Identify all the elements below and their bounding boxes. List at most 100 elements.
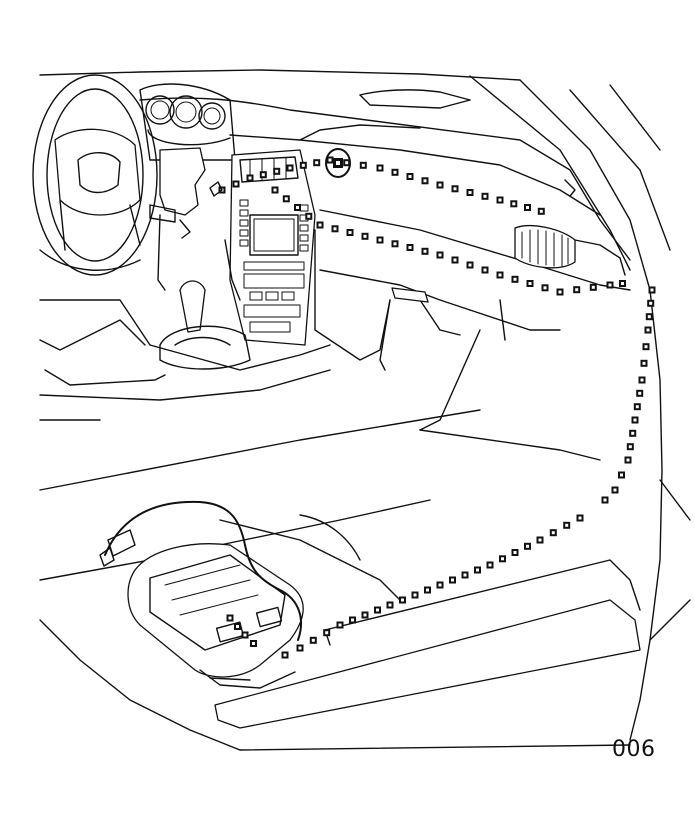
harness-marker-inner: [565, 523, 569, 527]
center-console: [224, 149, 316, 346]
instrument-cluster: [139, 83, 236, 161]
harness-marker-inner: [325, 631, 329, 635]
harness-marker-inner: [575, 288, 579, 292]
harness-marker-inner: [351, 618, 354, 622]
harness-marker-inner: [261, 173, 265, 177]
harness-marker-inner: [408, 175, 412, 178]
harness-marker-inner: [288, 166, 292, 170]
harness-marker-inner: [345, 161, 349, 165]
harness-marker-inner: [283, 653, 287, 657]
harness-marker-inner: [284, 197, 288, 201]
harness-marker-inner: [463, 573, 467, 577]
harness-marker-inner: [640, 378, 644, 382]
harness-marker-inner: [620, 473, 623, 477]
harness-marker-inner: [298, 646, 302, 650]
harness-marker-inner: [376, 608, 379, 612]
harness-marker-inner: [393, 170, 397, 174]
module-cable: [99, 500, 302, 641]
circled-connector: [325, 148, 351, 178]
steering-column: [149, 147, 206, 291]
harness-marker-inner: [228, 616, 232, 620]
harness-marker-inner: [608, 283, 612, 287]
harness-marker-inner: [328, 158, 332, 162]
harness-marker-inner: [638, 391, 642, 395]
harness-marker-inner: [248, 176, 252, 180]
harness-marker-inner: [633, 418, 637, 422]
harness-marker-inner: [275, 169, 279, 173]
control-module: [127, 543, 304, 689]
harness-marker-inner: [348, 231, 352, 234]
harness-marker-inner: [538, 538, 542, 542]
harness-marker-inner: [558, 290, 562, 294]
dashboard: [139, 89, 631, 371]
car-body-outline: [39, 69, 691, 751]
harness-marker-inner: [378, 166, 382, 170]
figure-number: 006: [612, 737, 656, 762]
harness-marker-inner: [539, 209, 543, 213]
harness-marker-inner: [650, 288, 654, 292]
harness-marker-inner: [512, 202, 516, 206]
harness-marker-inner: [647, 315, 651, 319]
wiring-harness: [218, 156, 656, 659]
harness-marker-inner: [408, 246, 412, 249]
harness-marker-inner: [646, 328, 650, 332]
harness-marker-inner: [526, 206, 529, 209]
harness-marker-inner: [338, 623, 342, 627]
harness-marker-inner: [423, 179, 427, 183]
harness-marker-inner: [631, 431, 635, 435]
harness-marker-inner: [301, 163, 305, 167]
harness-marker-inner: [498, 273, 502, 277]
harness-marker-inner: [307, 214, 311, 218]
harness-marker-inner: [642, 361, 646, 365]
harness-marker-inner: [363, 613, 367, 617]
console-buttons: [239, 199, 309, 333]
harness-marker-inner: [498, 198, 502, 202]
harness-marker-inner: [236, 625, 239, 628]
harness-marker-inner: [252, 642, 255, 645]
harness-marker-inner: [613, 488, 617, 492]
gear-shifter: [159, 280, 251, 370]
harness-marker-inner: [333, 227, 337, 231]
center-tunnel: [39, 299, 331, 421]
harness-marker-inner: [413, 593, 417, 597]
harness-marker-inner: [438, 253, 442, 257]
harness-marker-inner: [318, 223, 322, 227]
harness-marker-inner: [315, 161, 319, 165]
harness-marker-inner: [483, 268, 487, 272]
harness-marker-inner: [423, 249, 427, 253]
harness-marker-inner: [621, 282, 624, 285]
harness-marker-inner: [468, 263, 472, 267]
harness-marker-inner: [488, 563, 492, 567]
harness-marker-inner: [363, 234, 367, 238]
harness-marker-inner: [401, 598, 404, 602]
harness-marker-inner: [453, 258, 457, 262]
harness-marker-inner: [649, 301, 653, 305]
harness-marker-inner: [578, 516, 582, 520]
harness-marker-inner: [426, 588, 429, 592]
harness-marker-inner: [451, 578, 454, 582]
harness-marker-inner: [513, 551, 517, 554]
harness-marker-inner: [393, 242, 397, 246]
harness-marker-inner: [603, 498, 607, 502]
harness-marker-inner: [635, 405, 639, 409]
steering-connector: [209, 181, 223, 197]
harness-marker-inner: [378, 238, 382, 242]
harness-marker-inner: [388, 603, 392, 607]
harness-marker-inner: [543, 286, 547, 290]
door-sill: [214, 559, 641, 729]
harness-marker-inner: [361, 163, 365, 167]
harness-marker-inner: [483, 194, 487, 198]
harness-marker-inner: [526, 544, 529, 548]
harness-marker-inner: [453, 187, 457, 191]
harness-marker-inner: [243, 633, 247, 637]
harness-marker-inner: [644, 345, 648, 349]
harness-marker-inner: [438, 183, 442, 187]
steering-wheel: [32, 74, 158, 276]
harness-marker-inner: [438, 583, 442, 587]
harness-marker-inner: [591, 285, 595, 289]
harness-marker-inner: [551, 531, 555, 535]
harness-marker-inner: [311, 638, 315, 642]
harness-marker-inner: [273, 188, 277, 192]
